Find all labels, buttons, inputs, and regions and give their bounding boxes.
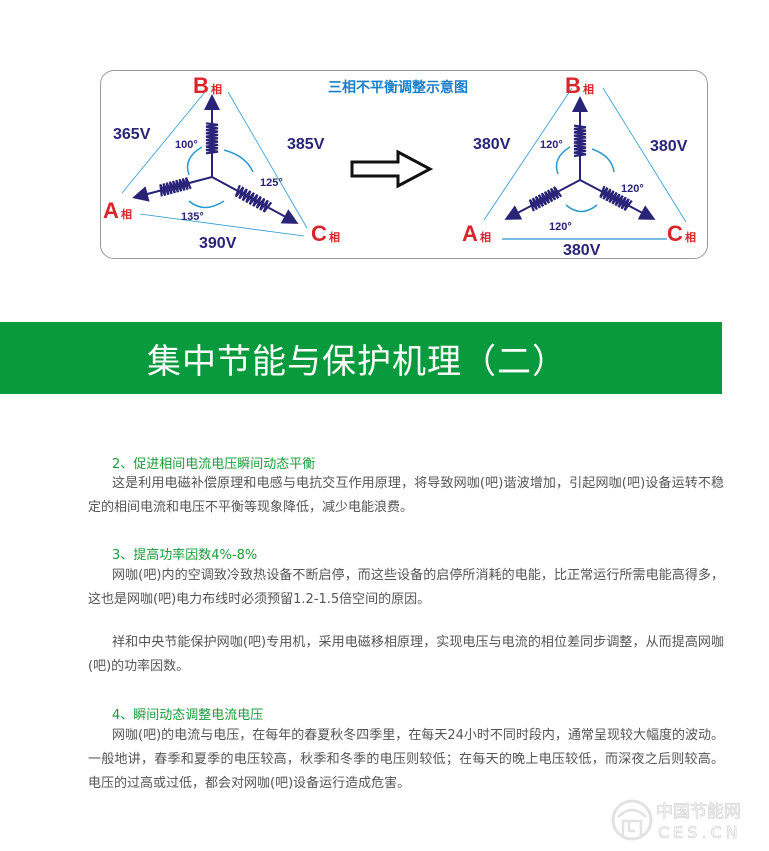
line-ab (483, 87, 573, 221)
section-banner: 集中节能与保护机理（二） (0, 322, 722, 394)
coil-icon (573, 124, 587, 158)
coil-icon (234, 184, 273, 213)
watermark-cn: 中国节能网 (656, 802, 741, 822)
voltage-ab: 380V (473, 136, 511, 153)
coil-icon (159, 177, 192, 197)
coil-icon (528, 186, 563, 212)
angle-ab: 100° (175, 139, 198, 151)
line-ab (121, 91, 206, 194)
right-arrow-icon (350, 149, 434, 189)
line-bc (602, 87, 687, 223)
voltage-bc: 385V (287, 136, 325, 153)
angle-bc: 125° (260, 177, 283, 189)
paragraph: 网咖(吧)的电流与电压，在每年的春夏秋冬四季里，在每天24小时不同时段内，通常呈… (88, 728, 724, 791)
after-diagram: B 相 A 相 C 相 380V 380V 380V 120° 120° 120… (462, 73, 696, 259)
section-heading: 4、瞬间动态调整电流电压 (112, 708, 264, 723)
angle-arc-icon (186, 146, 203, 176)
angle-arc-icon (223, 149, 254, 173)
paragraph: 网咖(吧)内的空调致冷致热设备不断启停，而这些设备的启停所消耗的电能，比正常运行… (88, 568, 724, 607)
coil-icon (599, 185, 633, 211)
banner-title: 集中节能与保护机理（二） (147, 341, 567, 382)
angle-arc-icon (555, 146, 571, 175)
phase-suffix: 相 (685, 230, 696, 244)
coil-icon (205, 122, 219, 155)
angle-ac: 120° (549, 221, 572, 233)
phase-c-label: C (667, 221, 683, 246)
voltage-ac: 380V (563, 242, 601, 259)
angle-ab: 120° (540, 139, 563, 151)
paragraph: 祥和中央节能保护网咖(吧)专用机，采用电磁移相原理，实现电压与电流的相位差同步调… (88, 635, 724, 674)
phase-b-label: B (193, 73, 209, 98)
phase-suffix: 相 (211, 82, 222, 96)
line-ac (139, 213, 305, 237)
angle-arc-icon (591, 148, 615, 173)
paragraph: 这是利用电磁补偿原理和电感与电抗交互作用原理，将导致网咖(吧)谐波增加，引起网咖… (88, 476, 724, 515)
angle-bc: 120° (621, 183, 644, 195)
phase-a-label: A (103, 198, 119, 223)
voltage-bc: 380V (650, 138, 688, 155)
angle-ac: 135° (181, 211, 204, 223)
phase-a-label: A (462, 221, 478, 246)
three-phase-diagram: 三相不平衡调整示意图 B 相 A 相 C 相 365V 385V 390V 10… (103, 73, 696, 259)
angle-arc-icon (188, 200, 225, 209)
diagram-frame (100, 70, 708, 259)
voltage-ab: 365V (113, 126, 151, 143)
phase-suffix: 相 (121, 207, 132, 221)
watermark-logo: 中国节能网 CES.CN (611, 799, 742, 842)
before-diagram: B 相 A 相 C 相 365V 385V 390V 100° 125° 135… (103, 73, 340, 252)
section-heading: 3、提高功率因数4%-8% (112, 548, 258, 563)
watermark-en: CES.CN (658, 823, 742, 842)
phase-suffix: 相 (583, 82, 594, 96)
phase-suffix: 相 (480, 230, 491, 244)
voltage-ac: 390V (199, 235, 237, 252)
phase-c-label: C (311, 221, 327, 246)
angle-arc-icon (565, 204, 598, 213)
phase-suffix: 相 (329, 230, 340, 244)
line-bc (227, 91, 308, 229)
phase-b-label: B (565, 73, 581, 98)
diagram-title: 三相不平衡调整示意图 (328, 79, 468, 95)
section-heading: 2、促进相间电流电压瞬间动态平衡 (112, 457, 316, 472)
